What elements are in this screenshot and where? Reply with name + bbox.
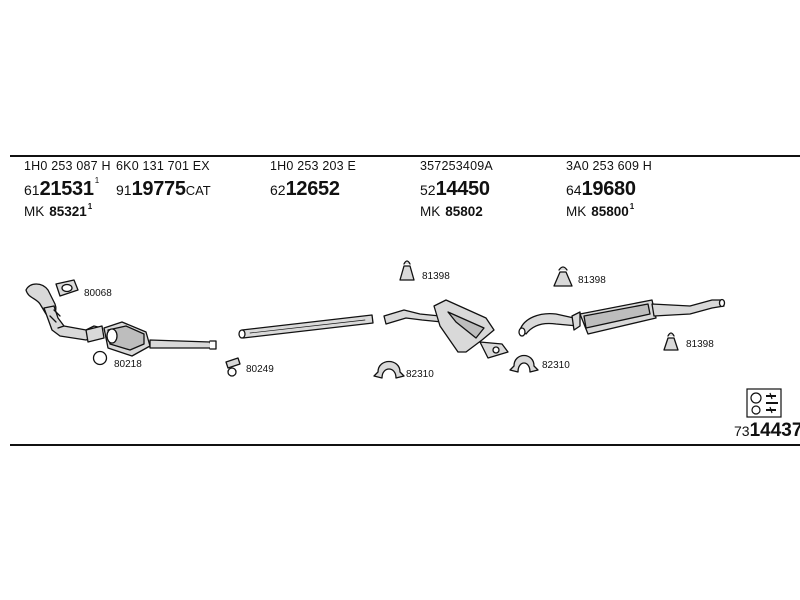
oem-number: 1H0 253 203 E <box>270 159 356 173</box>
label-clamp-2: 82310 <box>542 360 570 371</box>
front-pipe-drawing <box>25 283 105 343</box>
hanger-drawing-3 <box>663 332 679 351</box>
oem-number: 1H0 253 087 H <box>24 159 111 173</box>
oem-number: 3A0 253 609 H <box>566 159 652 173</box>
intermediate-pipe-drawing <box>238 314 374 339</box>
part-number: 9119775CAT <box>116 177 211 200</box>
top-rule <box>10 155 800 157</box>
part-column-intermediate-pipe: 1H0 253 203 E 6212652 <box>270 160 356 199</box>
oem-number: 6K0 131 701 EX <box>116 159 210 173</box>
hanger-drawing-2 <box>553 266 573 287</box>
part-number: 6212652 <box>270 177 340 200</box>
bottom-rule <box>10 444 800 446</box>
gasket-drawing <box>55 279 79 297</box>
label-sealing-ring: 80218 <box>114 359 142 370</box>
part-number: 5214450 <box>420 177 490 200</box>
label-hanger-2: 81398 <box>578 275 606 286</box>
part-number: 61215311 <box>24 175 100 200</box>
part-number: 6419680 <box>566 177 636 200</box>
sealing-ring-drawing <box>92 350 108 366</box>
catalytic-converter-drawing <box>103 321 217 357</box>
mounting-kit-icon <box>746 388 782 418</box>
label-bracket: 80249 <box>246 364 274 375</box>
label-gasket: 80068 <box>84 288 112 299</box>
bracket-drawing <box>225 357 241 377</box>
oem-number: 357253409A <box>420 159 493 173</box>
kit-number: 7314437 <box>734 420 800 441</box>
clamp-drawing-2 <box>509 354 539 373</box>
label-clamp-1: 82310 <box>406 369 434 380</box>
clamp-drawing-1 <box>373 360 405 379</box>
middle-silencer-drawing <box>383 299 509 359</box>
label-hanger-1: 81398 <box>422 271 450 282</box>
part-column-catalytic-converter: 6K0 131 701 EX 9119775CAT <box>116 160 211 199</box>
label-hanger-3: 81398 <box>686 339 714 350</box>
hanger-drawing-1 <box>399 260 415 281</box>
rear-silencer-drawing <box>518 298 726 337</box>
